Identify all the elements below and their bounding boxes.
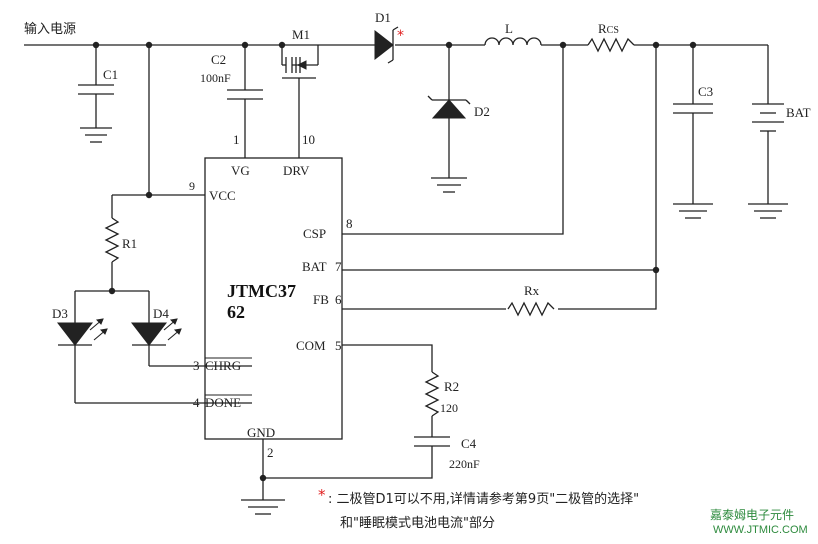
- pin-drv-num: 10: [302, 132, 315, 147]
- pin-bat-num: 7: [335, 259, 342, 274]
- pin-vg-num: 1: [233, 132, 240, 147]
- r2-value: 120: [440, 401, 458, 415]
- battery-bat: [748, 45, 788, 219]
- pin-vg-label: VG: [231, 163, 250, 178]
- r1-label: R1: [122, 236, 137, 251]
- c2-label: C2: [211, 52, 226, 67]
- capacitor-c2: [227, 45, 263, 158]
- bat-rail-wire: [342, 45, 657, 310]
- diode-d1: [374, 26, 399, 64]
- chip-body: [204, 157, 343, 440]
- pin-drv-label: DRV: [283, 163, 310, 178]
- footnote-asterisk: *: [318, 486, 326, 504]
- resistor-r2: [342, 344, 440, 437]
- input-power-label: 输入电源: [24, 21, 76, 37]
- footnote-line2: 和"睡眠模式电池电流"部分: [340, 516, 495, 531]
- mosfet-m1: [281, 45, 319, 158]
- pin-gnd-num: 2: [267, 445, 274, 460]
- d1-label: D1: [375, 10, 391, 25]
- chip-name-line2: 62: [227, 302, 245, 322]
- chip-name-line1: JTMC37: [227, 281, 296, 301]
- rx-label: Rx: [524, 283, 540, 298]
- m1-label: M1: [292, 27, 310, 42]
- resistor-rx: [506, 300, 558, 318]
- d1-asterisk: *: [397, 28, 404, 44]
- footnote-line1: : 二极管D1可以不用,详情请参考第9页"二极管的选择": [328, 491, 639, 507]
- c1-label: C1: [103, 67, 118, 82]
- capacitor-c3: [673, 45, 713, 219]
- pin-csp-num: 8: [346, 216, 353, 231]
- junction-dots: [92, 41, 697, 482]
- capacitor-c4: [263, 436, 450, 479]
- pin-com-label: COM: [296, 338, 326, 353]
- l-label: L: [505, 21, 513, 36]
- d2-label: D2: [474, 104, 490, 119]
- rcs-label: RCS: [598, 21, 619, 36]
- pin-bat-label: BAT: [302, 259, 327, 274]
- bat-label: BAT: [786, 105, 811, 120]
- c3-label: C3: [698, 84, 713, 99]
- led-d3: [56, 291, 252, 404]
- led-d4: [130, 291, 252, 367]
- diode-d2: [427, 45, 471, 193]
- watermark-name: 嘉泰姆电子元件: [710, 508, 794, 522]
- resistor-rcs: [587, 37, 635, 53]
- inductor-l: [484, 37, 542, 46]
- c4-label: C4: [461, 436, 477, 451]
- c2-value: 100nF: [200, 71, 231, 85]
- pin-com-num: 5: [335, 338, 342, 353]
- resistor-r1: [104, 195, 120, 291]
- pin-csp-label: CSP: [303, 226, 326, 241]
- chip-ground: [241, 439, 285, 515]
- pin-vcc-num: 9: [189, 179, 195, 193]
- pin-gnd-label: GND: [247, 425, 275, 440]
- watermark-url: WWW.JTMIC.COM: [713, 524, 808, 536]
- pin-vcc-label: VCC: [209, 188, 236, 203]
- pin-fb-num: 6: [335, 292, 342, 307]
- csp-sense-wire: [342, 45, 564, 235]
- c4-value: 220nF: [449, 457, 480, 471]
- capacitor-c1: [78, 45, 114, 143]
- pin-fb-label: FB: [313, 292, 329, 307]
- r2-label: R2: [444, 379, 459, 394]
- d4-label: D4: [153, 306, 169, 321]
- d3-label: D3: [52, 306, 68, 321]
